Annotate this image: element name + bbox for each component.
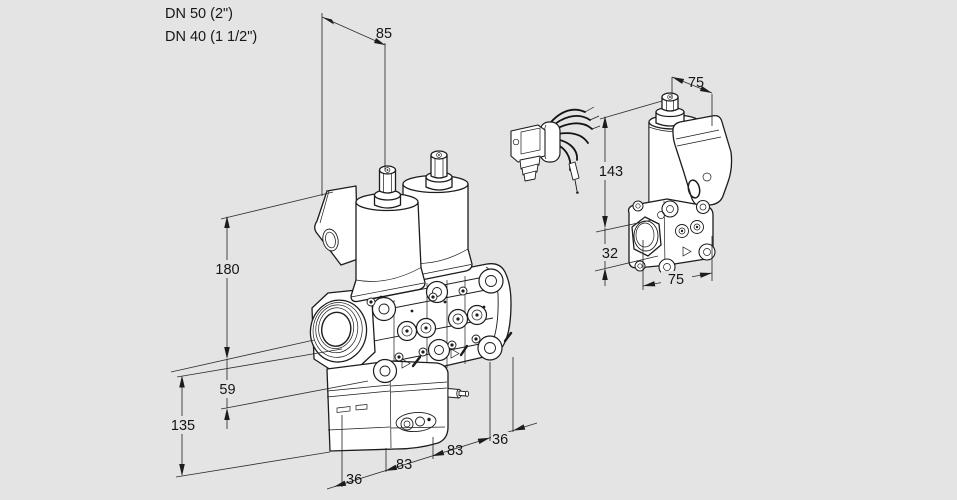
- dim-59-label: 59: [219, 382, 235, 398]
- solenoid-coil-left: [350, 165, 426, 303]
- screw-icon: [447, 340, 457, 350]
- cable-gland: [519, 155, 541, 182]
- bolt-icon: [661, 200, 679, 218]
- cable-plug-accessory: [510, 106, 601, 194]
- coil-cap-left: [373, 165, 402, 209]
- actuator-box: [326, 360, 470, 452]
- flow-arrow-icon: [682, 246, 692, 257]
- screw-icon: [366, 297, 376, 307]
- screw-icon: [394, 352, 404, 362]
- flow-arrow-icon: [450, 348, 460, 359]
- product-size-labels: DN 50 (2") DN 40 (1 1/2"): [165, 6, 257, 45]
- dim-83-first-label: 83: [396, 457, 412, 473]
- pressure-tap-nipple: [447, 388, 470, 399]
- threaded-inlet-flange: [309, 289, 376, 371]
- coil-cap-right: [425, 150, 453, 191]
- bolt-icon: [695, 199, 711, 215]
- dim-135-label: 135: [171, 418, 195, 434]
- screw-icon: [428, 292, 438, 302]
- side-valve-body: [627, 198, 716, 276]
- side-valve-cover: [672, 114, 733, 207]
- dimension-annotations: 85 180 59 135 36 83 83 36 75 143 32 75: [162, 13, 713, 490]
- flow-arrow-icon: [401, 358, 411, 369]
- main-valve-drawing: [309, 150, 513, 452]
- bolt-icon: [427, 338, 451, 362]
- axis-projection-line: [170, 339, 315, 373]
- side-valve-drawing: [627, 92, 733, 276]
- face-fittings: [366, 286, 513, 369]
- bolt-icon: [698, 243, 716, 261]
- bolt-icon: [478, 268, 504, 294]
- dim-32-label: 32: [602, 246, 618, 262]
- dim-36-right-label: 36: [492, 432, 508, 448]
- bolt-icon: [634, 260, 646, 272]
- dn-label-line1: DN 50 (2"): [165, 6, 233, 22]
- axis-projection-line: [176, 348, 343, 378]
- screw-icon: [418, 347, 428, 357]
- dim-85: [321, 13, 386, 196]
- port-plug-icon: [396, 320, 418, 342]
- dim-85-label: 85: [376, 26, 392, 42]
- dim-180: [220, 191, 334, 359]
- mounting-bracket: [314, 185, 359, 266]
- cable-plug: [510, 121, 561, 182]
- dn-label-line2: DN 40 (1 1/2"): [165, 29, 257, 45]
- screw-icon: [458, 286, 468, 296]
- dim-143-label: 143: [599, 164, 623, 180]
- bolt-icon: [477, 335, 503, 361]
- port-plug-icon: [675, 224, 689, 238]
- port-plug-icon: [466, 304, 488, 326]
- dim-75-bottom-label: 75: [668, 272, 684, 288]
- dim-36-left-label: 36: [346, 472, 362, 488]
- dim-83-second-label: 83: [447, 443, 463, 459]
- port-plug-icon: [415, 317, 437, 339]
- dim-75-top-label: 75: [688, 75, 704, 91]
- port-plug-icon: [690, 220, 704, 234]
- bolt-icon: [371, 296, 397, 322]
- port-plug-icon: [447, 308, 469, 330]
- bolt-icon: [632, 200, 644, 212]
- dim-75-top: [671, 76, 713, 126]
- dim-180-label: 180: [215, 262, 239, 278]
- bolt-icon: [372, 358, 398, 384]
- screw-icon: [471, 334, 481, 344]
